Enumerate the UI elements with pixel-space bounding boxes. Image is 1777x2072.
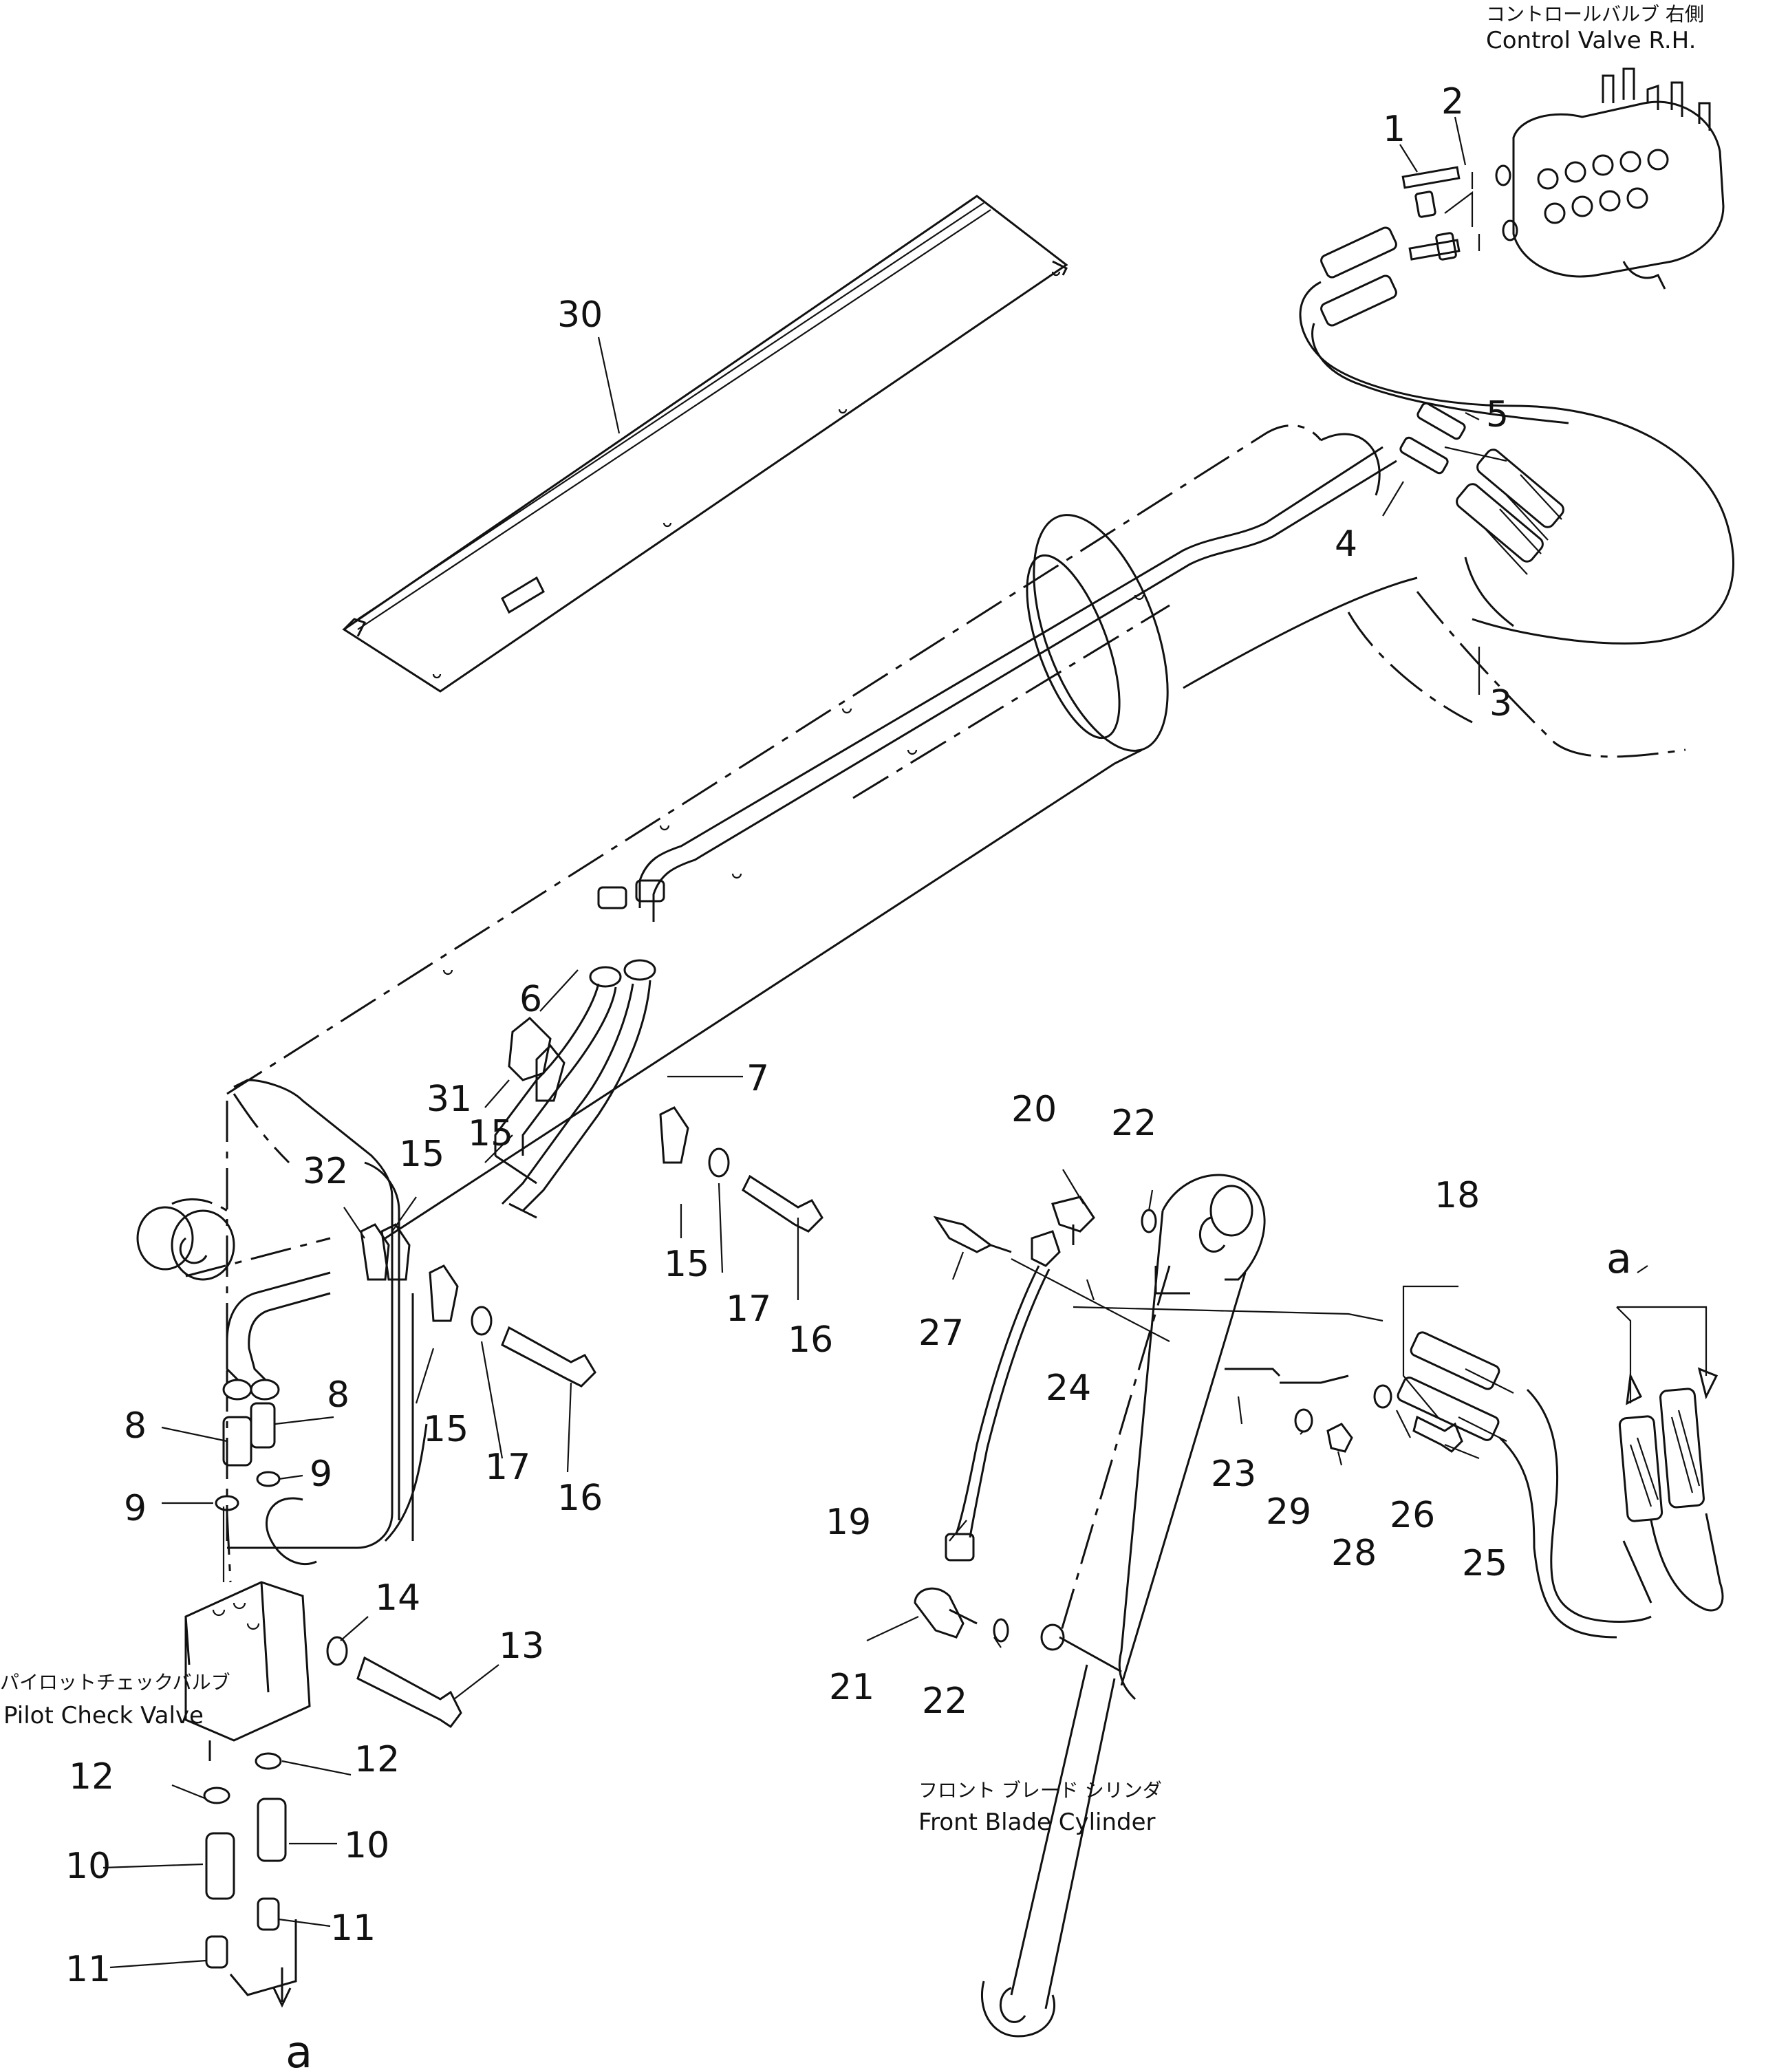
callout-27: 27 [918, 1313, 964, 1354]
callout-15-upper: 15 [468, 1113, 513, 1154]
leader-30 [597, 336, 621, 434]
callout-9-left: 9 [124, 1488, 147, 1529]
fittings-4-5 [1399, 402, 1564, 627]
callout-24: 24 [1046, 1368, 1091, 1409]
callout-15-right: 15 [664, 1244, 709, 1285]
callout-12-left: 12 [69, 1756, 114, 1798]
callout-12-right: 12 [354, 1739, 400, 1780]
fittings-10-11-12 [203, 1752, 297, 1996]
front-blade-cylinder [980, 1174, 1266, 2038]
callout-4: 4 [1335, 524, 1357, 565]
callout-29: 29 [1266, 1491, 1311, 1533]
callout-3: 3 [1489, 683, 1512, 724]
callout-1: 1 [1383, 109, 1406, 150]
lower-left-pipes [222, 1271, 331, 1401]
fittings-8-9 [215, 1402, 317, 1566]
pilot-check-valve [184, 1513, 311, 1761]
callout-18: 18 [1434, 1175, 1480, 1216]
callout-19: 19 [826, 1502, 871, 1543]
caption-front-blade-cylinder-en: Front Blade Cylinder [918, 1809, 1156, 1836]
caption-front-blade-cylinder-jp: フロント ブレード シリンダ [918, 1779, 1162, 1802]
callout-14: 14 [375, 1577, 420, 1619]
callout-6: 6 [519, 979, 542, 1020]
callout-2: 2 [1441, 81, 1464, 122]
caption-pilot-check-valve-jp: パイロットチェックバルブ [0, 1671, 230, 1694]
callout-21: 21 [829, 1667, 874, 1708]
callout-22-upper: 22 [1111, 1103, 1156, 1144]
callout-10-left: 10 [65, 1846, 111, 1887]
callout-22-lower: 22 [922, 1681, 967, 1722]
caption-pilot-check-valve-en: Pilot Check Valve [3, 1702, 204, 1729]
leader-lines [103, 116, 1648, 1969]
callout-7: 7 [746, 1058, 769, 1099]
bolts-16-17 [471, 1147, 823, 1388]
callout-30: 30 [557, 294, 603, 336]
cylinder-piping [914, 1196, 1383, 1643]
callout-15-mid: 15 [399, 1134, 444, 1175]
callout-28: 28 [1331, 1533, 1377, 1574]
connection-mark-a-right: a [1606, 1235, 1632, 1283]
callout-9-right: 9 [310, 1454, 332, 1495]
callout-31: 31 [427, 1079, 472, 1120]
fittings-1-2 [1401, 166, 1480, 261]
callout-11-right: 11 [330, 1908, 376, 1949]
callout-10-right: 10 [344, 1825, 389, 1866]
callout-8-left: 8 [124, 1405, 147, 1447]
callout-23: 23 [1211, 1454, 1256, 1495]
boom-end-plate [136, 1079, 428, 1549]
callout-26: 26 [1390, 1495, 1435, 1536]
hose-ends-upper [1299, 226, 1735, 645]
callout-32: 32 [303, 1151, 348, 1192]
hoses-a-right [1616, 1306, 1724, 1612]
caption-control-valve-en: Control Valve R.H. [1486, 27, 1696, 54]
shield-plate-30 [342, 195, 1068, 693]
arrow-a-bottom [272, 1967, 292, 2008]
callout-17-left: 17 [485, 1447, 530, 1488]
callout-11-left: 11 [65, 1949, 111, 1990]
pipes-6-7 [494, 879, 665, 1219]
bolt-13-washer-14 [326, 1636, 462, 1729]
callout-16-right: 16 [788, 1319, 833, 1361]
callout-15-lower: 15 [423, 1409, 469, 1450]
callout-5: 5 [1486, 394, 1509, 435]
caption-control-valve-jp: コントロールバルブ 右側 [1486, 3, 1704, 25]
hoses-18 [1225, 1285, 1652, 1639]
callout-20: 20 [1011, 1089, 1057, 1130]
callout-16-left: 16 [557, 1478, 603, 1519]
control-valve-rh [1495, 67, 1725, 290]
clamps [360, 1016, 689, 1322]
callout-8-right: 8 [327, 1374, 349, 1416]
connection-mark-a-bottom: a [286, 2027, 312, 2072]
callout-17-right: 17 [726, 1288, 771, 1330]
callout-13: 13 [499, 1626, 544, 1667]
callout-25: 25 [1462, 1543, 1507, 1584]
